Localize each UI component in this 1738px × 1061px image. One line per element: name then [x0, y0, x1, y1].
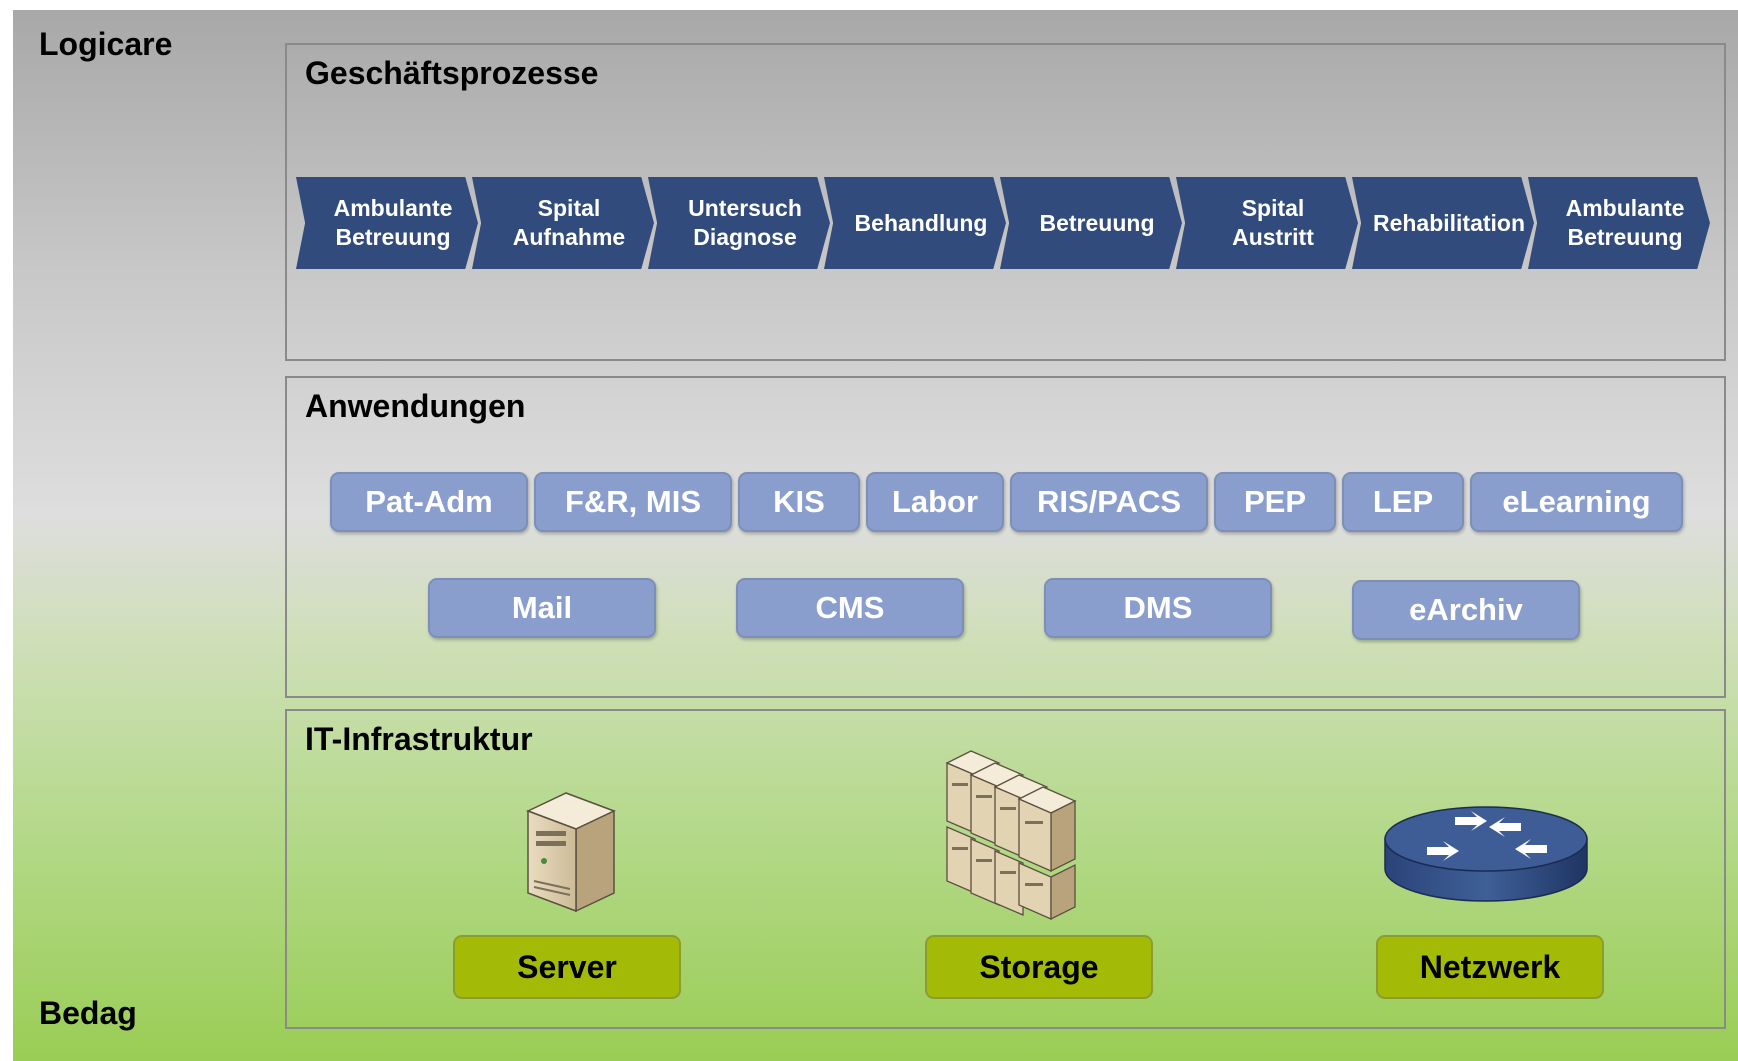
app-elearning: eLearning: [1470, 472, 1683, 532]
app-pep: PEP: [1214, 472, 1336, 532]
app-kis: KIS: [738, 472, 860, 532]
infra-netzwerk: Netzwerk: [1376, 935, 1604, 999]
process-step-behandlung: Behandlung: [824, 177, 1006, 269]
architecture-diagram: Logicare Bedag Geschäftsprozesse Ambulan…: [13, 10, 1738, 1061]
app-fr-mis: F&R, MIS: [534, 472, 732, 532]
process-step-betreuung: Betreuung: [1000, 177, 1182, 269]
infra-server: Server: [453, 935, 681, 999]
process-step-rehabilitation: Rehabilitation: [1352, 177, 1534, 269]
process-layer-title: Geschäftsprozesse: [305, 55, 599, 91]
app-dms: DMS: [1044, 578, 1272, 638]
infrastructure-layer: IT-Infrastruktur: [285, 709, 1726, 1029]
server-icon: [526, 792, 616, 913]
logicare-label: Logicare: [39, 26, 173, 62]
applications-layer-title: Anwendungen: [305, 388, 526, 424]
infra-storage: Storage: [925, 935, 1153, 999]
app-labor: Labor: [866, 472, 1004, 532]
router-icon: [1384, 806, 1588, 902]
storage-rack-icon: [945, 750, 1077, 921]
app-cms: CMS: [736, 578, 964, 638]
applications-layer: Anwendungen Pat-Adm F&R, MIS KIS Labor R…: [285, 376, 1726, 698]
app-pat-adm: Pat-Adm: [330, 472, 528, 532]
infrastructure-layer-title: IT-Infrastruktur: [305, 721, 533, 757]
app-lep: LEP: [1342, 472, 1464, 532]
bedag-label: Bedag: [39, 995, 137, 1031]
app-earchiv: eArchiv: [1352, 580, 1580, 640]
app-mail: Mail: [428, 578, 656, 638]
app-ris-pacs: RIS/PACS: [1010, 472, 1208, 532]
